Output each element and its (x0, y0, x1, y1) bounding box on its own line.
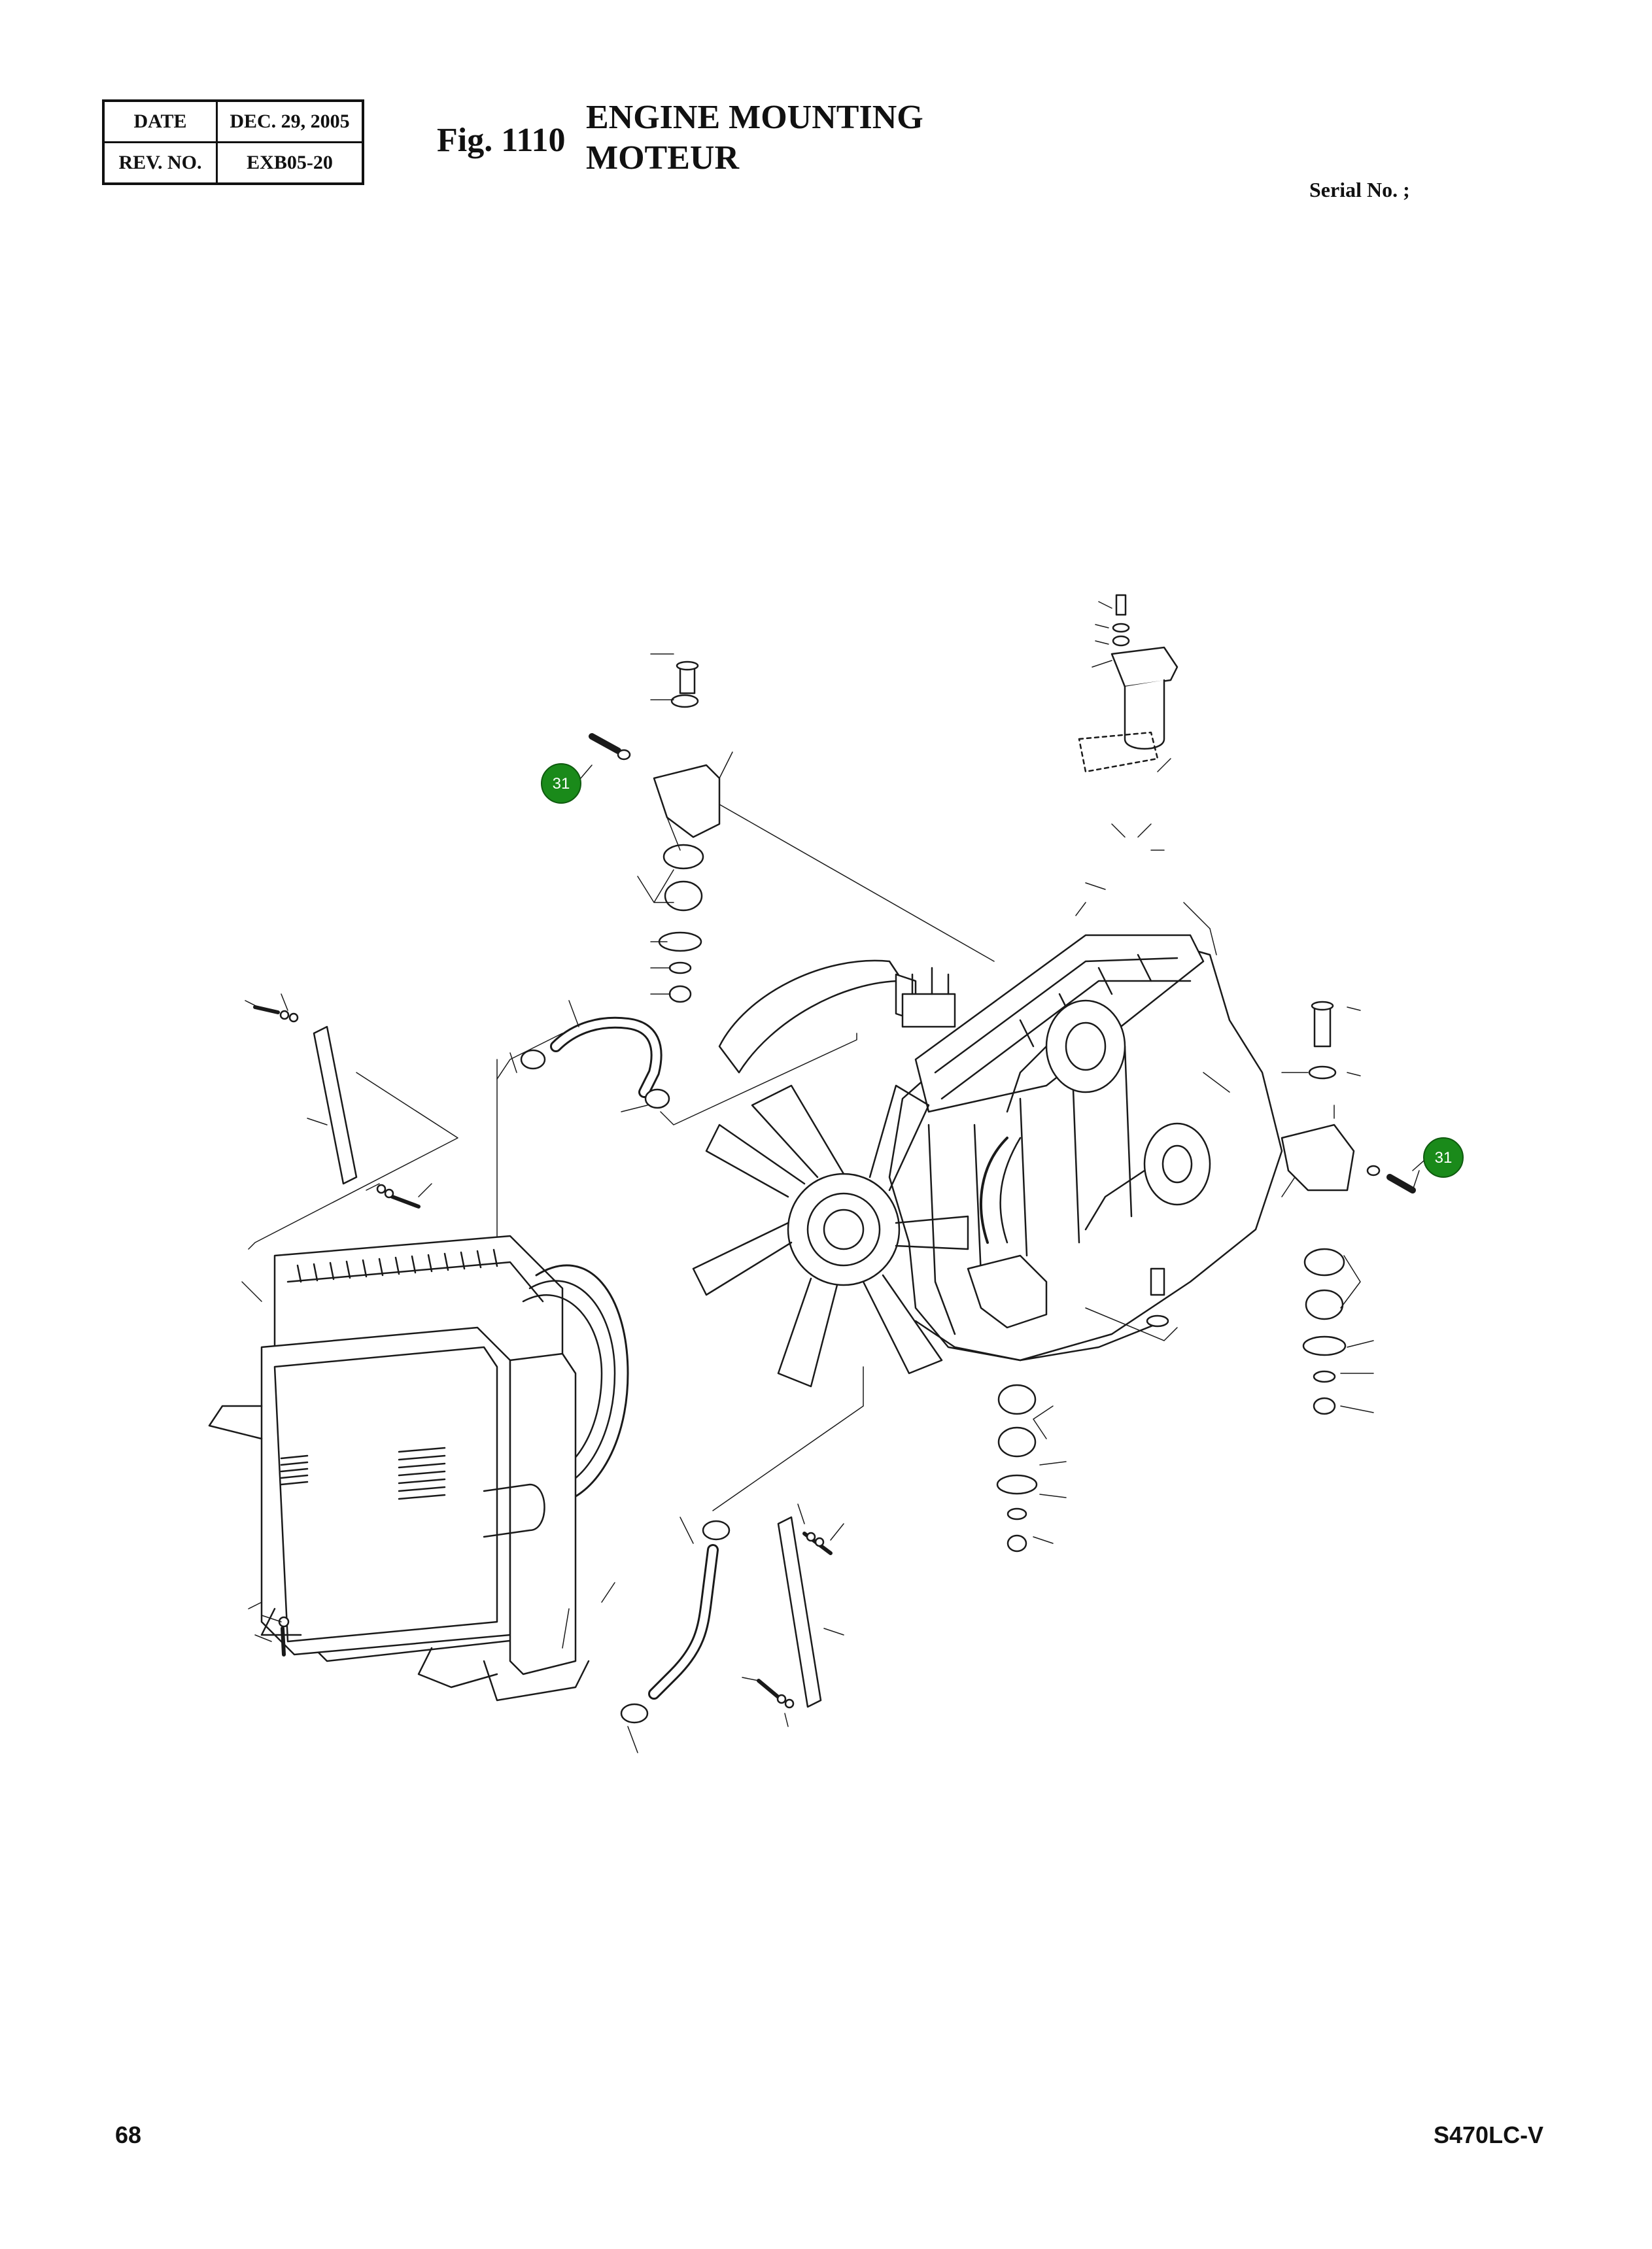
lower-engine-mount-stack (967, 1254, 1169, 1553)
stay-rod-left (313, 1025, 358, 1185)
fuel-filter-assembly (1078, 594, 1179, 773)
upper-water-pipe (718, 959, 956, 1074)
serial-number-label: Serial No. ; (1309, 178, 1410, 201)
page-subtitle: MOTEUR (586, 139, 739, 177)
radiator-assembly (208, 1235, 629, 1702)
revision-table: DATE DEC. 29, 2005 REV. NO. EXB05-20 (102, 99, 364, 185)
page-number: 68 (115, 2121, 142, 2148)
cooling-fan (692, 1084, 969, 1388)
rev-label: REV. NO. (102, 141, 218, 185)
model-number: S470LC-V (1434, 2121, 1544, 2148)
rear-engine-mount-stack (1281, 1001, 1416, 1415)
callout-label: 31 (1435, 1149, 1453, 1167)
upper-hose (520, 1016, 670, 1109)
date-value: DEC. 29, 2005 (216, 99, 364, 143)
figure-number: Fig. 1110 (437, 122, 566, 159)
callout-31-left: 31 (541, 763, 593, 804)
front-engine-mount-stack (589, 661, 721, 1003)
callout-label: 31 (553, 775, 570, 793)
leader-lines (241, 601, 1420, 1753)
engine-block (888, 934, 1283, 1362)
rev-value: EXB05-20 (216, 141, 364, 185)
lower-hose (620, 1520, 731, 1724)
callout-31-right: 31 (1412, 1137, 1464, 1178)
stay-rod-right (777, 1516, 822, 1708)
callout-badge (1423, 1137, 1464, 1178)
callout-badge (541, 763, 581, 804)
fastener-hardware (253, 1005, 833, 1709)
page-title: ENGINE MOUNTING (586, 99, 923, 136)
date-label: DATE (102, 99, 218, 143)
